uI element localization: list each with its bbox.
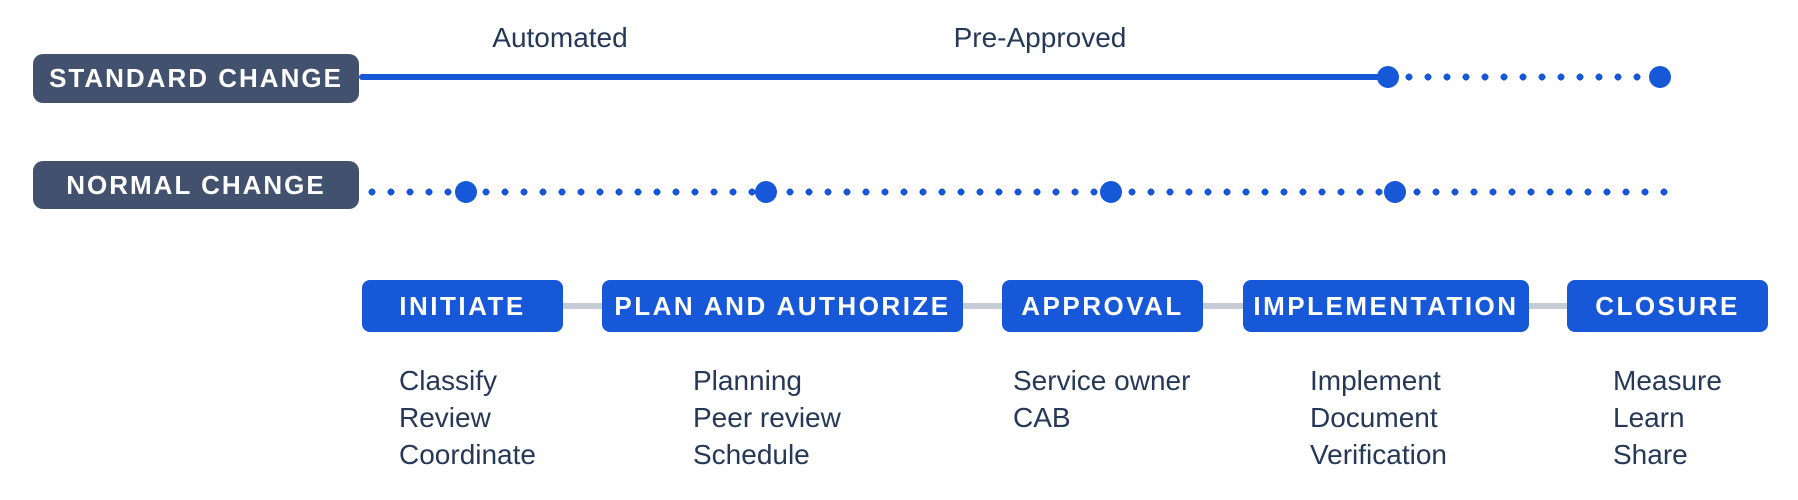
stage-item: Learn bbox=[1613, 402, 1685, 433]
stage-items-initiate: Classify Review Coordinate bbox=[399, 362, 536, 473]
stage-items-closure: Measure Learn Share bbox=[1613, 362, 1722, 473]
stage-badge-approval: APPROVAL bbox=[1002, 280, 1203, 332]
stage-badge-initiate: INITIATE bbox=[362, 280, 563, 332]
stage-item: Review bbox=[399, 402, 491, 433]
normal-timeline-dotted-line bbox=[363, 188, 1673, 196]
stage-label: IMPLEMENTATION bbox=[1253, 290, 1519, 321]
normal-timeline-initiate-dot bbox=[455, 181, 477, 203]
stage-label: CLOSURE bbox=[1595, 290, 1740, 321]
stage-items-approval: Service owner CAB bbox=[1013, 362, 1190, 436]
standard-timeline-dotted-segment bbox=[1400, 73, 1650, 81]
standard-timeline-implementation-dot bbox=[1377, 66, 1399, 88]
normal-change-label: NORMAL CHANGE bbox=[66, 169, 326, 200]
stage-items-implementation: Implement Document Verification bbox=[1310, 362, 1447, 473]
stage-item: Service owner bbox=[1013, 365, 1191, 396]
stage-item: Verification bbox=[1310, 439, 1447, 470]
normal-timeline-approval-dot bbox=[1100, 181, 1122, 203]
standard-timeline-solid-segment bbox=[359, 74, 1389, 80]
normal-timeline-plan-dot bbox=[755, 181, 777, 203]
stage-item: Share bbox=[1613, 439, 1688, 470]
stage-item: Measure bbox=[1613, 365, 1722, 396]
stage-item: CAB bbox=[1013, 402, 1071, 433]
normal-timeline-implementation-dot bbox=[1384, 181, 1406, 203]
annotation-automated: Automated bbox=[492, 22, 628, 53]
stage-item: Peer review bbox=[693, 402, 841, 433]
standard-change-badge: STANDARD CHANGE bbox=[33, 54, 359, 103]
stage-item: Document bbox=[1310, 402, 1438, 433]
stage-label: INITIATE bbox=[399, 290, 526, 321]
stage-badge-implementation: IMPLEMENTATION bbox=[1243, 280, 1529, 332]
stage-item: Implement bbox=[1310, 365, 1441, 396]
stage-item: Schedule bbox=[693, 439, 810, 470]
stage-badge-plan-and-authorize: PLAN AND AUTHORIZE bbox=[602, 280, 963, 332]
stage-label: PLAN AND AUTHORIZE bbox=[614, 290, 951, 321]
stage-item: Planning bbox=[693, 365, 802, 396]
standard-change-label: STANDARD CHANGE bbox=[49, 63, 343, 93]
stage-item: Coordinate bbox=[399, 439, 536, 470]
stage-items-plan-and-authorize: Planning Peer review Schedule bbox=[693, 362, 841, 473]
annotation-pre-approved: Pre-Approved bbox=[953, 22, 1127, 53]
stage-item: Classify bbox=[399, 365, 498, 396]
stage-badge-closure: CLOSURE bbox=[1567, 280, 1768, 332]
stage-label: APPROVAL bbox=[1021, 290, 1184, 321]
standard-timeline-closure-dot bbox=[1649, 66, 1671, 88]
normal-change-badge: NORMAL CHANGE bbox=[33, 161, 359, 209]
